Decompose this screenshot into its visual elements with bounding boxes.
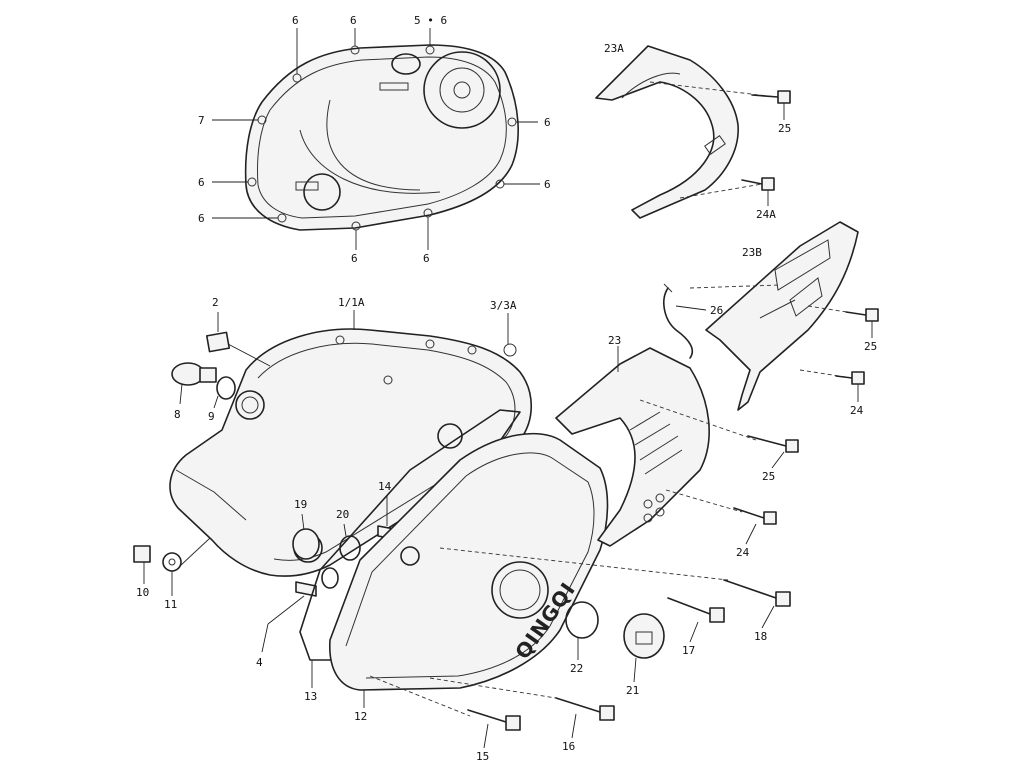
callout-3-3a: 3/3A: [490, 299, 517, 312]
callout-18: 18: [754, 630, 767, 643]
oring-22: [565, 601, 599, 660]
callout-25: 25: [762, 470, 775, 483]
callout-1-1a: 1/1A: [338, 296, 365, 309]
callout-6: 6: [198, 176, 205, 189]
callout-7: 7: [198, 114, 205, 127]
callout-23b: 23B: [742, 246, 762, 259]
bolt-24a-top: [741, 177, 775, 206]
callout-6: 6: [544, 116, 551, 129]
dipstick-8: [171, 362, 217, 405]
callout-12: 12: [354, 710, 367, 723]
inner-cover-23: [555, 346, 757, 547]
callout-22: 22: [570, 662, 583, 675]
callout-20: 20: [336, 508, 349, 521]
callout-15: 15: [476, 750, 489, 763]
callout-5-6: 5 • 6: [414, 14, 447, 27]
washer-11: [162, 552, 182, 596]
callout-14: 14: [378, 480, 392, 493]
plug-19: [292, 513, 320, 560]
bolt-25-mid: [845, 308, 879, 338]
bolt-10: [133, 545, 151, 584]
callout-21: 21: [626, 684, 639, 697]
callouts: 6 6 5 • 6 7 6 6 6 6 6 6 23A 25 24A 23B 2…: [136, 14, 877, 763]
bolt-15: [369, 675, 521, 749]
callout-6: 6: [198, 212, 205, 225]
clutch-cover-top: [244, 44, 519, 231]
bolt-18: [439, 547, 791, 629]
callout-24: 24: [736, 546, 750, 559]
callout-19: 19: [294, 498, 307, 511]
oil-plug-2: [205, 312, 271, 367]
callout-25: 25: [778, 122, 791, 135]
callout-6: 6: [423, 252, 430, 265]
callout-8: 8: [174, 408, 181, 421]
bolt-16: [429, 677, 615, 739]
spring-26: [663, 283, 707, 359]
callout-6: 6: [292, 14, 299, 27]
callout-17: 17: [682, 644, 695, 657]
callout-6: 6: [350, 14, 357, 27]
sprocket-guard-23a: [595, 45, 777, 219]
callout-10: 10: [136, 586, 149, 599]
callout-11: 11: [164, 598, 177, 611]
callout-6: 6: [351, 252, 358, 265]
callout-26: 26: [710, 304, 723, 317]
callout-4: 4: [256, 656, 263, 669]
callout-24a: 24A: [756, 208, 776, 221]
top-leaders: [212, 28, 540, 250]
callout-6: 6: [544, 178, 551, 191]
callout-24: 24: [850, 404, 864, 417]
callout-16: 16: [562, 740, 575, 753]
oring-9: [213, 376, 236, 409]
plug-21: [623, 613, 665, 683]
bolt-17: [667, 597, 725, 643]
callout-23a: 23A: [604, 42, 624, 55]
bolt-24-low: [733, 507, 777, 545]
bolt-25-low: [747, 435, 799, 469]
bolt-25-top: [751, 90, 791, 120]
sprocket-guard-23b: [689, 221, 867, 411]
callout-13: 13: [304, 690, 317, 703]
bolt-24-mid: [835, 371, 865, 402]
callout-9: 9: [208, 410, 215, 423]
dowel-pin-4: [261, 581, 317, 653]
callout-2: 2: [212, 296, 219, 309]
callout-23: 23: [608, 334, 621, 347]
callout-25: 25: [864, 340, 877, 353]
